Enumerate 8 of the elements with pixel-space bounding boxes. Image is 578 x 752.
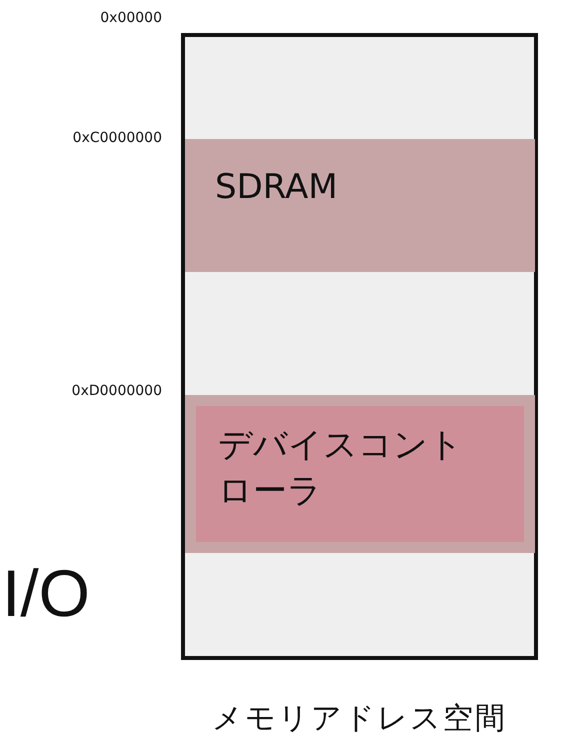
address-label: 0x00000 (100, 10, 162, 26)
node-label: メモリアドレス空間 (211, 700, 508, 738)
memory-map-box (181, 33, 538, 660)
io-label: I/O (2, 555, 90, 631)
address-label: 0xC0000000 (72, 130, 162, 146)
address-label: 0xD0000000 (72, 383, 162, 399)
memory-region-band: SDRAM (185, 139, 535, 272)
memory-region-band: デバイスコントローラ (185, 395, 535, 553)
